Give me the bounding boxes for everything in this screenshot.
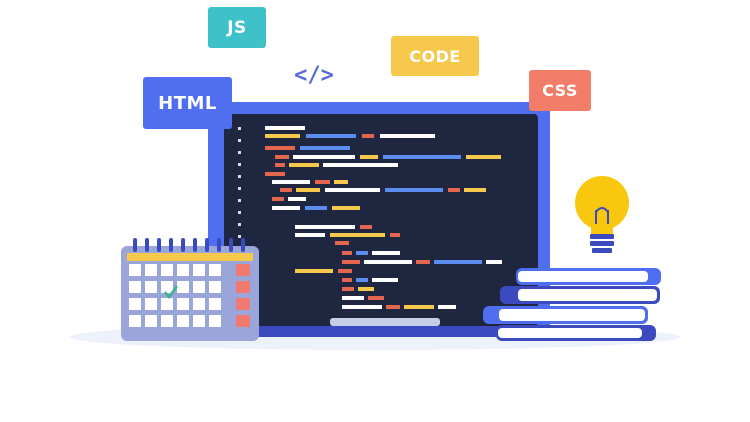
css-tag: CSS (529, 70, 591, 111)
js-tag: JS (208, 7, 266, 48)
laptop-notch (330, 318, 440, 326)
checkmark-icon (164, 285, 178, 299)
laptop-base (200, 326, 560, 337)
book-stack-icon (483, 268, 661, 341)
calendar-icon (121, 238, 259, 341)
code-tag: CODE (391, 36, 479, 76)
code-symbol-icon: </> (294, 62, 334, 88)
laptop-screen (224, 114, 538, 326)
code-lines (265, 126, 502, 309)
light-bulb-icon (575, 176, 629, 253)
html-tag: HTML (143, 77, 232, 129)
